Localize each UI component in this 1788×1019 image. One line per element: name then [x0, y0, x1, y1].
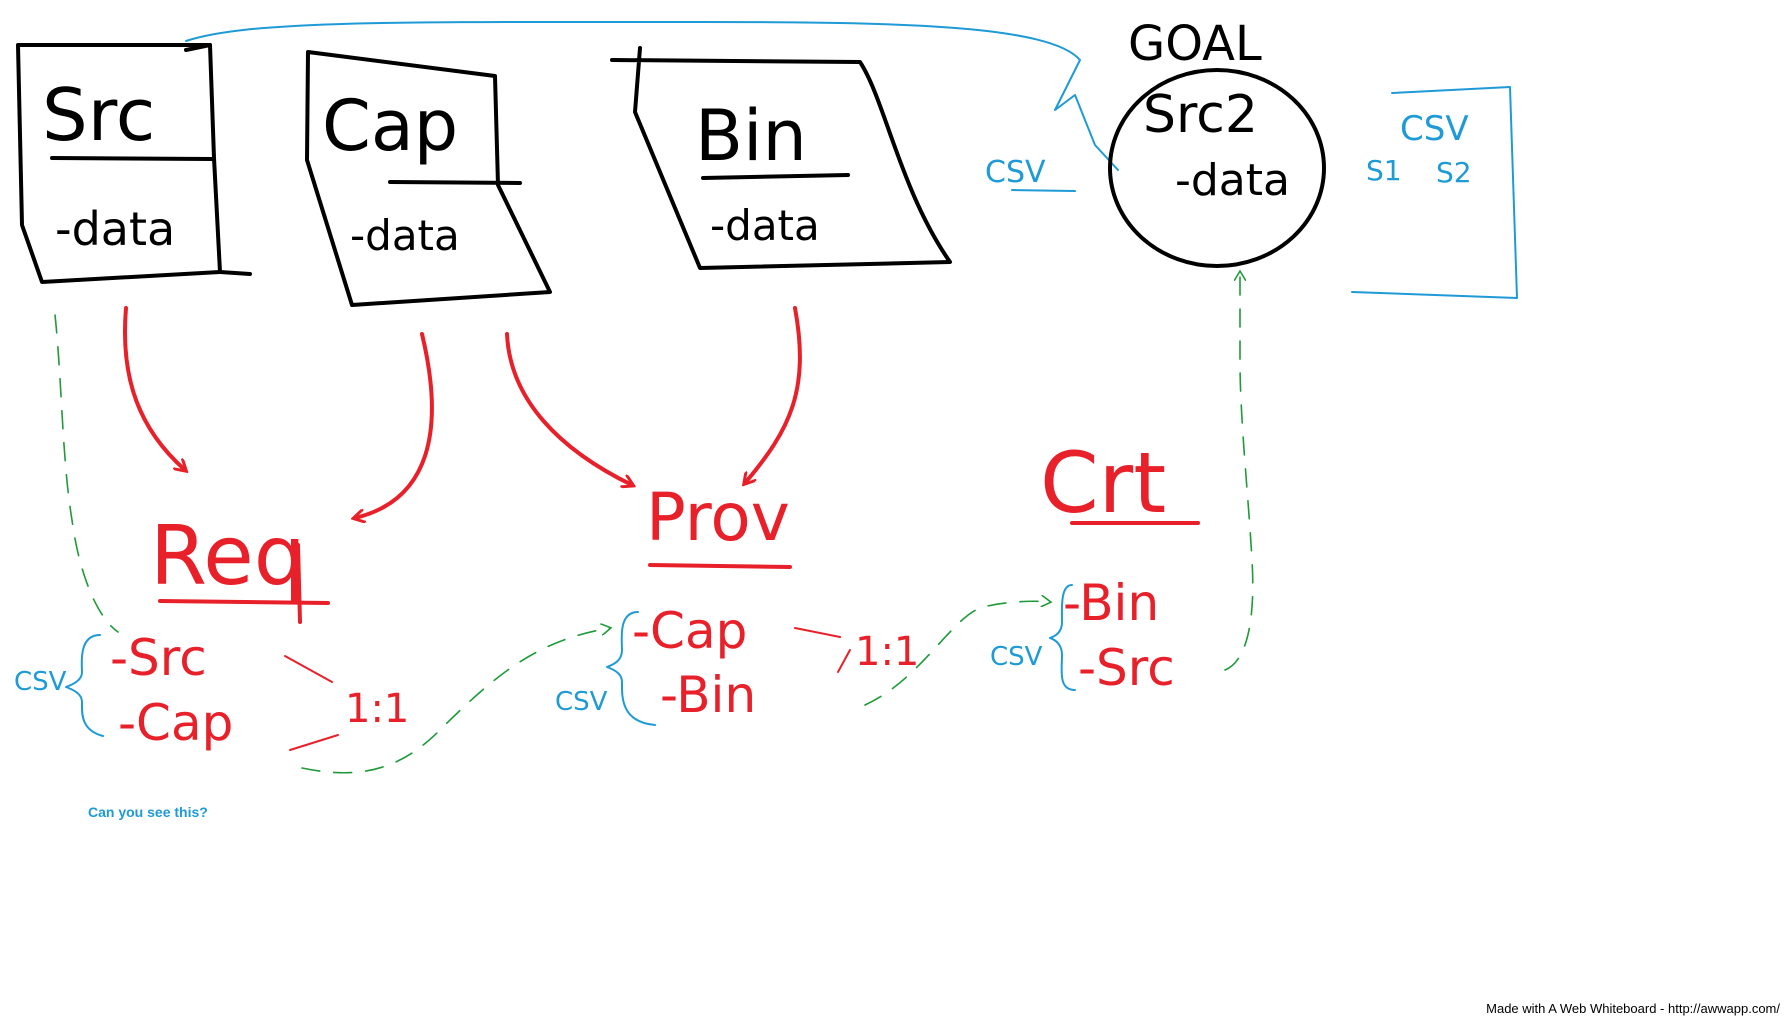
entity-src-title: Src	[42, 73, 155, 157]
arrow-cap-to-prov	[505, 332, 632, 485]
req-title: Req	[150, 509, 306, 604]
req-ratio: 1:1	[345, 686, 409, 732]
entity-src: Src -data	[16, 43, 252, 284]
entity-cap-field: -data	[350, 211, 460, 260]
goal-label: GOAL	[1128, 16, 1262, 72]
req-format: CSV	[14, 667, 67, 697]
prov-format: CSV	[555, 687, 608, 717]
arrow-src-to-req	[123, 306, 185, 470]
arrow-cap-to-req	[355, 332, 434, 518]
entity-cap: Cap -data	[305, 50, 552, 307]
goal-notes: CSV CSV S1 S2	[985, 86, 1518, 299]
crt-format: CSV	[990, 642, 1043, 672]
note-text: Can you see this?	[88, 804, 208, 820]
goal-title: Src2	[1143, 85, 1258, 145]
crt-field-1: -Src	[1078, 639, 1175, 697]
dashed-crt-to-goal	[1224, 272, 1254, 671]
goal-s1: S1	[1366, 154, 1402, 187]
goal-s2: S2	[1436, 156, 1472, 189]
prov-ratio: 1:1	[855, 629, 919, 675]
goal-csv-right: CSV	[1400, 109, 1469, 149]
connector-src-to-goal	[185, 20, 1119, 171]
relation-prov: Prov -Cap -Bin 1:1 CSV	[555, 479, 919, 726]
crt-field-0: -Bin	[1063, 574, 1159, 632]
dashed-src-to-req	[54, 314, 119, 633]
dashed-req-to-prov	[301, 628, 610, 774]
footer-credit[interactable]: Made with A Web Whiteboard - http://awwa…	[1486, 1001, 1780, 1016]
relation-req: Req -Src -Cap 1:1 CSV	[14, 509, 409, 752]
entity-bin-title: Bin	[695, 95, 807, 177]
entity-cap-title: Cap	[322, 85, 458, 167]
req-field-0: -Src	[110, 629, 207, 687]
entity-bin: Bin -data	[610, 46, 952, 270]
entity-src-field: -data	[55, 202, 175, 256]
entity-bin-field: -data	[710, 201, 820, 250]
goal-field: -data	[1175, 155, 1290, 206]
goal-csv-left: CSV	[985, 155, 1046, 190]
crt-title: Crt	[1040, 434, 1166, 532]
arrow-bin-to-prov	[745, 306, 802, 483]
prov-title: Prov	[646, 479, 790, 556]
entity-goal: GOAL Src2 -data	[1108, 16, 1326, 268]
prov-field-0: -Cap	[632, 602, 747, 660]
prov-field-1: -Bin	[660, 666, 756, 724]
req-field-1: -Cap	[118, 694, 233, 752]
relation-crt: Crt -Bin -Src CSV	[990, 434, 1200, 697]
dashed-prov-to-crt	[864, 601, 1050, 706]
